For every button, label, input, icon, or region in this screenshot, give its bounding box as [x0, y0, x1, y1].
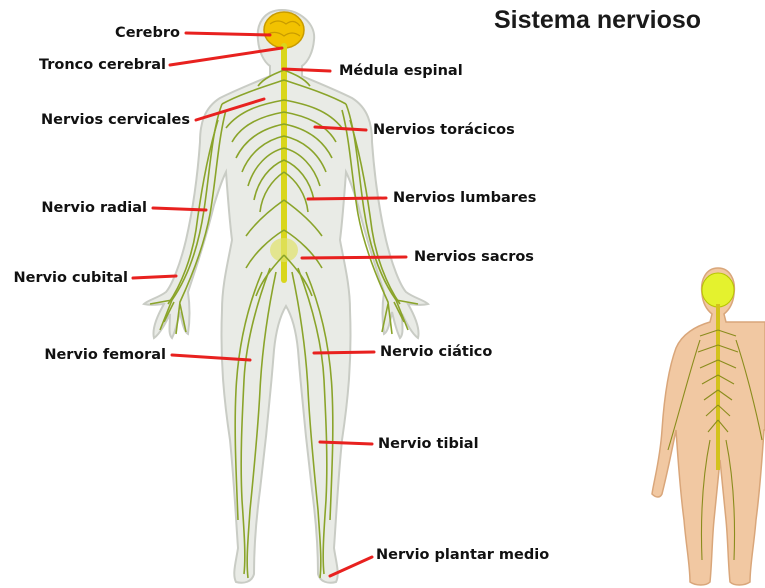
label-sacros: Nervios sacros — [414, 248, 534, 266]
leader-cerebro — [186, 33, 270, 35]
front-body-figure — [144, 10, 428, 583]
leader-ciatico — [314, 352, 374, 353]
leader-medula — [283, 69, 330, 71]
leader-tibial — [320, 442, 372, 444]
leader-cubital — [133, 276, 176, 278]
leader-lumbares — [308, 198, 386, 199]
label-cerebro: Cerebro — [115, 24, 180, 42]
back-body-figure — [652, 268, 765, 585]
brain-shape — [264, 12, 304, 48]
label-femoral: Nervio femoral — [44, 346, 166, 364]
label-tronco: Tronco cerebral — [39, 56, 166, 74]
diagram-title: Sistema nervioso — [494, 6, 701, 35]
label-lumbares: Nervios lumbares — [393, 189, 536, 207]
leader-radial — [153, 208, 206, 210]
leader-sacros — [302, 257, 406, 258]
label-cervicales: Nervios cervicales — [41, 111, 190, 129]
label-radial: Nervio radial — [41, 199, 147, 217]
back-brain-shape — [702, 273, 734, 307]
back-body-silhouette — [652, 268, 765, 585]
label-toracicos: Nervios torácicos — [373, 121, 515, 139]
label-plantar: Nervio plantar medio — [376, 546, 549, 564]
label-ciatico: Nervio ciático — [380, 343, 492, 361]
label-medula: Médula espinal — [339, 62, 463, 80]
label-cubital: Nervio cubital — [13, 269, 128, 287]
label-tibial: Nervio tibial — [378, 435, 479, 453]
